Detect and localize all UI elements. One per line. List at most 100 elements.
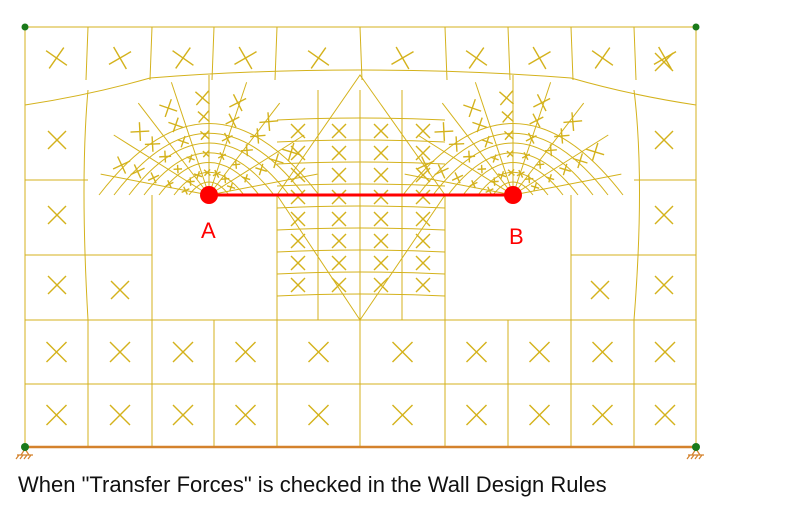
stress-cross <box>331 145 347 161</box>
element-stress-crosses <box>45 46 677 426</box>
cross-stroke <box>499 90 514 106</box>
mesh-line <box>276 74 446 196</box>
stress-cross <box>165 180 174 189</box>
stress-cross <box>545 174 555 183</box>
stress-cross <box>290 145 306 161</box>
stress-cross <box>554 128 570 144</box>
stress-cross <box>331 255 347 271</box>
stress-cross <box>307 47 330 69</box>
cross-stroke <box>468 150 471 163</box>
stress-cross <box>202 150 210 158</box>
support-node <box>21 443 29 451</box>
cross-stroke <box>108 51 132 65</box>
stress-cross <box>373 277 389 293</box>
cross-stroke <box>189 177 192 186</box>
cross-stroke <box>654 275 674 295</box>
cross-stroke <box>415 255 431 271</box>
cross-stroke <box>175 47 191 69</box>
stress-cross <box>516 169 525 178</box>
cross-stroke <box>545 176 555 181</box>
stress-cross <box>241 174 251 183</box>
cross-stroke <box>559 167 571 172</box>
cross-stroke <box>203 168 211 177</box>
stress-cross <box>290 277 306 293</box>
stress-cross <box>290 167 306 183</box>
stress-cross <box>186 177 195 186</box>
stress-cross <box>45 47 68 69</box>
stress-cross <box>391 46 414 70</box>
cross-stroke <box>331 145 347 161</box>
cross-stroke <box>109 404 131 426</box>
cross-stroke <box>212 171 221 177</box>
stress-cross <box>466 404 487 426</box>
cross-stroke <box>654 205 674 225</box>
cross-stroke <box>373 123 389 139</box>
stress-cross <box>231 160 241 169</box>
cross-stroke <box>250 134 266 138</box>
mesh-line <box>417 134 514 196</box>
stress-cross <box>331 189 347 205</box>
cross-stroke <box>151 136 154 152</box>
stress-cross <box>477 164 487 174</box>
cross-stroke <box>554 134 570 138</box>
cross-stroke <box>221 134 233 142</box>
cross-stroke <box>507 168 515 177</box>
stress-cross <box>109 341 131 363</box>
cross-stroke <box>331 211 347 227</box>
cross-stroke <box>220 177 230 181</box>
cross-stroke <box>484 135 490 148</box>
stress-cross <box>203 168 211 177</box>
cross-stroke <box>653 51 677 65</box>
stress-cross <box>373 211 389 227</box>
cross-stroke <box>290 233 306 249</box>
stress-cross <box>250 128 266 144</box>
stress-cross <box>472 117 488 133</box>
stress-cross <box>507 168 515 177</box>
stress-cross <box>465 47 488 69</box>
stress-cross <box>466 341 487 363</box>
support-left <box>15 443 33 460</box>
stress-cross <box>259 112 279 132</box>
stress-cross <box>654 404 676 426</box>
support-node <box>692 443 700 451</box>
cross-stroke <box>164 98 172 118</box>
cross-stroke <box>202 150 210 158</box>
cross-stroke <box>117 156 127 174</box>
mesh-line <box>208 173 318 196</box>
stress-cross <box>469 180 478 189</box>
stress-cross <box>172 47 194 69</box>
cross-stroke <box>392 404 413 426</box>
stress-cross <box>434 122 454 141</box>
stress-cross <box>590 280 610 300</box>
stress-cross <box>415 123 431 139</box>
point-b-marker[interactable] <box>504 186 522 204</box>
stress-cross <box>373 255 389 271</box>
cross-stroke <box>172 117 179 133</box>
cross-stroke <box>290 189 306 205</box>
mesh-line <box>208 134 305 196</box>
cross-stroke <box>268 157 284 164</box>
point-a-marker[interactable] <box>200 186 218 204</box>
mesh-line <box>441 102 514 196</box>
mesh-line <box>633 26 637 81</box>
mesh-line <box>276 227 446 231</box>
stress-cross <box>212 169 221 178</box>
stress-cross <box>563 112 583 132</box>
cross-stroke <box>229 97 247 108</box>
cross-stroke <box>331 255 347 271</box>
cross-stroke <box>195 171 201 180</box>
point-a-label: A <box>201 218 216 243</box>
mesh-line <box>83 89 89 321</box>
cross-stroke <box>454 172 461 184</box>
mesh-line <box>276 139 446 143</box>
cross-stroke <box>290 255 306 271</box>
cross-stroke <box>188 154 193 163</box>
stress-cross <box>110 280 130 300</box>
mesh-line <box>85 26 89 81</box>
stress-cross <box>235 341 256 363</box>
stress-cross <box>168 117 184 133</box>
cross-stroke <box>524 177 534 181</box>
cross-stroke <box>392 341 413 363</box>
mesh-line <box>507 26 511 81</box>
cross-stroke <box>164 150 167 163</box>
